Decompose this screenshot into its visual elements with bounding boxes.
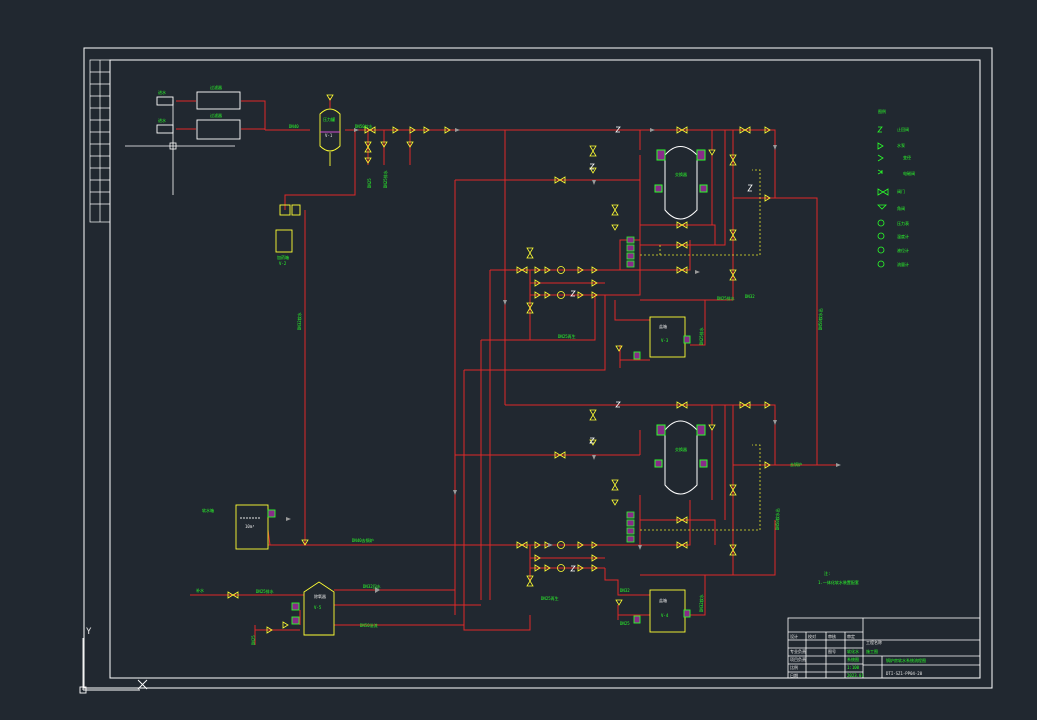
- project-name-label: 工程名称: [866, 639, 882, 645]
- legend-label: 压力表: [897, 220, 909, 226]
- exchanger-top-label: 交换器: [675, 171, 687, 177]
- binding-strip: [89, 59, 111, 223]
- title-cell: 项目负责: [790, 656, 806, 662]
- title-cell: 校对: [808, 633, 816, 639]
- pipe-label-vertical: DN25排水: [382, 170, 388, 188]
- pipe-label: DN32: [620, 588, 630, 593]
- title-cell: 日期: [790, 672, 798, 678]
- title-green-cell: 2023.01: [847, 673, 864, 678]
- inlet-bottom-label: 进水: [158, 117, 166, 123]
- ucs-icon: [79, 638, 148, 694]
- instrument-cluster-bottom: [626, 511, 635, 543]
- legend-label: 阀门: [897, 188, 905, 194]
- filter-units: [156, 91, 241, 140]
- note-title: 注:: [824, 570, 830, 576]
- deaerator: [291, 581, 335, 636]
- pressure-tank-label: 压力罐: [323, 116, 335, 122]
- dosing-tank: [275, 204, 301, 253]
- pipe-label-vertical: DN32软水: [698, 594, 704, 612]
- legend-label: 水泵: [897, 142, 905, 148]
- ucs-y-label: Y: [86, 627, 92, 637]
- title-cell: 专业负责: [790, 648, 806, 654]
- soft-water-tank-label: 软水箱: [202, 507, 214, 513]
- filter-top-label: 过滤器: [210, 84, 222, 90]
- pipe-label-vertical: DN50软水出: [817, 308, 823, 330]
- pipe-label: DN25再生: [541, 595, 559, 601]
- drawing-number: DTI-SZ1-PP04-20: [886, 671, 923, 676]
- dosing-tank-label: 加药箱: [277, 254, 289, 260]
- valves: [227, 94, 771, 634]
- deaerator-label: 除氧器: [314, 593, 326, 599]
- pipe-label: DN25排水: [717, 295, 735, 301]
- pipe-label: DN50软水: [355, 123, 373, 129]
- title-cell: 审核: [828, 633, 836, 639]
- soft-water-tank-volume: 10m³: [245, 524, 255, 529]
- soft-water-tank: [235, 504, 276, 550]
- inner-border: [109, 59, 981, 679]
- title-cell: 审定: [847, 633, 855, 639]
- legend-label: 止回阀: [897, 126, 909, 132]
- legend-label: 电磁阀: [903, 170, 915, 176]
- pipe-label: DN25排水: [256, 588, 274, 594]
- title-block-grid: [787, 617, 981, 679]
- inlet-top-label: 进水: [158, 89, 166, 95]
- note-line-1: 1.一体化软水装置配套: [818, 579, 859, 585]
- title-green-cell: 施工图: [866, 648, 878, 654]
- pressure-tank: [319, 108, 341, 166]
- pipe-label: DN50溢流: [360, 622, 378, 628]
- pipe-label: DN25再生: [558, 333, 576, 339]
- instrument-cluster-top: [626, 236, 635, 268]
- pressure-tank-id: V-1: [325, 133, 333, 138]
- salt-tank-top-label: 盐箱: [659, 323, 667, 329]
- legend-label: 流量计: [897, 261, 909, 267]
- salt-tank-bottom-id: V-4: [661, 613, 669, 618]
- legend-label: 温度计: [897, 233, 909, 239]
- legend-label: 液位计: [897, 247, 909, 253]
- title-cell: 图号: [828, 648, 836, 654]
- pipe-label-vertical: DN25: [251, 635, 256, 645]
- pipe-label: 补水: [196, 587, 204, 593]
- legend-heading: 图例: [878, 108, 886, 114]
- pipe-label: DN32回水: [363, 583, 381, 589]
- title-green-cell: 软化水: [847, 648, 859, 654]
- salt-tank-top: [633, 316, 691, 360]
- crosshair-cursor: [125, 100, 235, 195]
- dashed-signal-lines: [640, 169, 761, 531]
- exchanger-bottom-label: 交换器: [675, 446, 687, 452]
- legend-label: 角阀: [897, 205, 905, 211]
- legend-symbols: [877, 126, 889, 268]
- dosing-tank-id: V-2: [279, 261, 287, 266]
- pipe-label: DN40去锅炉: [352, 537, 374, 543]
- flow-arrows: [286, 128, 841, 593]
- exchanger-top: [654, 146, 708, 220]
- salt-tank-bottom: [633, 589, 691, 633]
- filter-bottom-label: 过滤器: [210, 112, 222, 118]
- drawing-name: 锅炉房软水系统流程图: [886, 657, 926, 663]
- pipe-label: DN40: [289, 124, 299, 129]
- pipe-label-vertical: DN32软水: [296, 312, 302, 330]
- title-green-cell: 系统图: [847, 656, 859, 662]
- title-cell: 比例: [790, 664, 798, 670]
- legend-label: 变径: [903, 154, 911, 160]
- pipe-label: DN25: [620, 621, 630, 626]
- pipe-label: 去锅炉: [790, 461, 802, 467]
- title-green-cell: 1:100: [847, 665, 860, 670]
- pumps: [557, 266, 565, 572]
- salt-tank-bottom-label: 盐箱: [659, 597, 667, 603]
- exchanger-bottom: [654, 420, 708, 495]
- outer-border: [83, 47, 993, 689]
- pipe-label-vertical: DN50软水出: [774, 508, 780, 530]
- salt-tank-top-id: V-3: [661, 338, 669, 343]
- pipe-label-vertical: DN25: [367, 178, 372, 188]
- pipe-label-vertical: DN25排水: [698, 327, 704, 345]
- pipe-label: DN32: [745, 294, 755, 299]
- check-valve-marks: [570, 126, 753, 572]
- deaerator-id: V-5: [314, 605, 322, 610]
- title-cell: 设计: [790, 633, 798, 639]
